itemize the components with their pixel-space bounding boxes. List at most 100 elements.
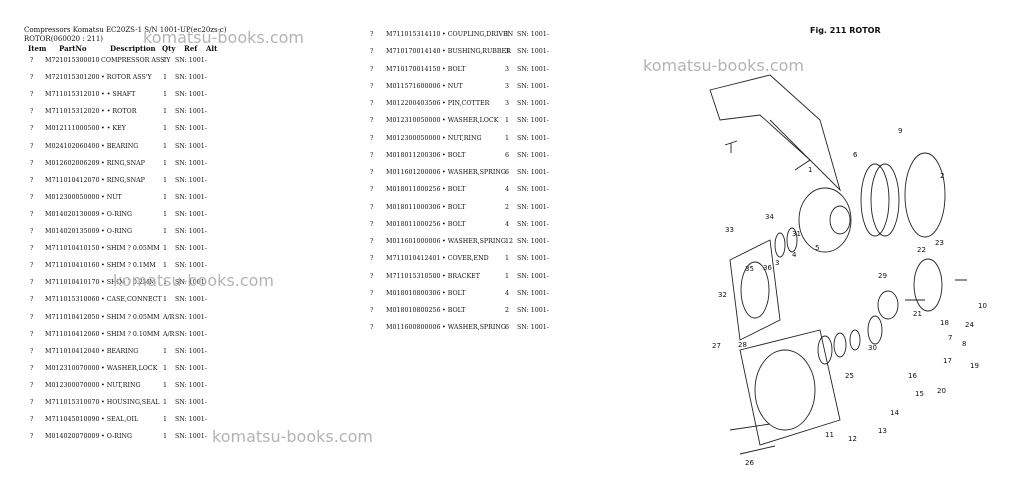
callout-number: 34 [765,213,774,221]
item-cell: ? [370,82,374,90]
item-cell: ? [30,74,34,82]
callout-number: 5 [815,244,819,252]
col-header-description: Description [110,44,156,53]
partno-cell: M014020135009 [45,228,100,235]
item-cell: ? [370,134,374,142]
qty-cell: 1 [163,74,168,82]
description-cell: • NUT [101,193,122,201]
qty-cell: 1 [163,296,168,304]
serial-cell: SN: 1001- [175,262,207,270]
callout-number: 4 [792,251,797,259]
qty-cell: 4 [505,186,510,194]
item-cell: ? [370,117,374,125]
callout-number: 15 [915,390,924,398]
case-connect [729,239,781,341]
qty-cell: 1 [163,364,168,372]
serial-cell: SN: 1001- [175,313,207,321]
watermark: komatsu-books.com [212,427,373,446]
partno-cell: M711010412040 [45,347,100,355]
serial-cell: SN: 1001- [175,142,207,150]
nut-ring [849,329,861,351]
partno-cell: M012200403506 [386,100,441,107]
partno-cell: M711010412060 [45,330,100,338]
bearing [817,335,833,365]
serial-cell: SN: 1001- [517,272,549,280]
callout-number: 21 [913,310,922,318]
callout-number: 35 [745,265,754,273]
partno-cell: M721015301200 [45,74,100,82]
description-cell: • ROTOR ASS'Y [101,74,152,82]
partno-cell: M710170014140 [386,48,441,56]
description-cell: • O-RING [101,210,133,218]
qty-cell: 3 [505,48,510,56]
washer [833,332,847,358]
qty-cell: 4 [505,220,510,228]
description-cell: • BOLT [442,289,466,297]
description-cell: COMPRESSOR ASS'Y [101,57,171,64]
description-cell: • PIN,COTTER [442,100,490,107]
qty-cell: 1 [163,176,168,184]
rotor-hub [829,205,851,235]
bracket-edge [769,119,811,171]
serial-cell: SN: 1001- [175,330,207,338]
callout-number: 25 [845,372,854,380]
item-cell: ? [30,91,34,99]
callout-number: 22 [917,246,926,254]
item-cell: ? [370,48,374,56]
item-cell: ? [30,296,34,304]
callout-number: 14 [890,409,899,417]
qty-cell: 3 [505,82,510,90]
callout-number: 36 [763,264,772,272]
item-cell: ? [370,272,374,280]
qty-cell: A/R [163,330,175,338]
breadcrumb-link[interactable]: Compressors Komatsu EC20ZS-1 S/N 1001-UP… [24,26,227,34]
description-cell: • BOLT [442,220,466,228]
qty-cell: 1 [163,228,168,235]
bracket-shape [709,74,841,192]
serial-cell: SN: 1001- [175,347,207,355]
description-cell: • BOLT [442,186,466,194]
description-cell: • COUPLING,DRIVEN [442,31,514,38]
item-cell: ? [370,238,374,245]
qty-cell: 6 [505,169,510,176]
item-cell: ? [30,279,34,287]
serial-cell: SN: 1001- [517,169,549,176]
partno-cell: M711010412401 [386,255,441,263]
callout-number: 9 [898,127,902,135]
qty-cell: 1 [163,210,168,218]
serial-cell: SN: 1001- [175,416,207,424]
qty-cell: 1 [163,433,168,441]
serial-cell: SN: 1001- [517,186,549,194]
callout-number: 1 [808,166,812,174]
qty-cell: 1 [163,262,168,270]
callout-number: 7 [948,334,952,342]
partno-cell: M711010412050 [45,313,100,321]
serial-cell: SN: 1001- [517,100,549,107]
partno-cell: M018010800306 [386,289,441,297]
qty-cell: 1 [163,347,168,355]
item-cell: ? [30,125,34,133]
qty-cell: 12 [505,238,514,245]
callout-number: 3 [775,259,779,267]
bolt-shape [905,279,967,301]
callout-number: 30 [868,344,877,352]
description-cell: • BRACKET [442,272,480,280]
serial-cell: SN: 1001- [175,228,207,235]
item-cell: ? [30,433,34,441]
col-header-alt: Alt [206,44,218,53]
item-cell: ? [30,108,34,116]
item-cell: ? [30,228,34,235]
description-cell: • BOLT [442,151,466,159]
description-cell: • O-RING [101,228,133,235]
partno-cell: M011571600006 [386,82,441,90]
callout-number: 26 [745,459,754,467]
serial-cell: SN: 1001- [517,117,549,125]
qty-cell: 1 [163,91,168,99]
partno-cell: M711010412070 [45,176,100,184]
item-cell: ? [370,186,374,194]
description-cell: • WASHER,SPRING [442,169,506,176]
serial-cell: SN: 1001- [517,82,549,90]
end-cover [913,258,943,312]
qty-cell: 6 [505,151,510,159]
